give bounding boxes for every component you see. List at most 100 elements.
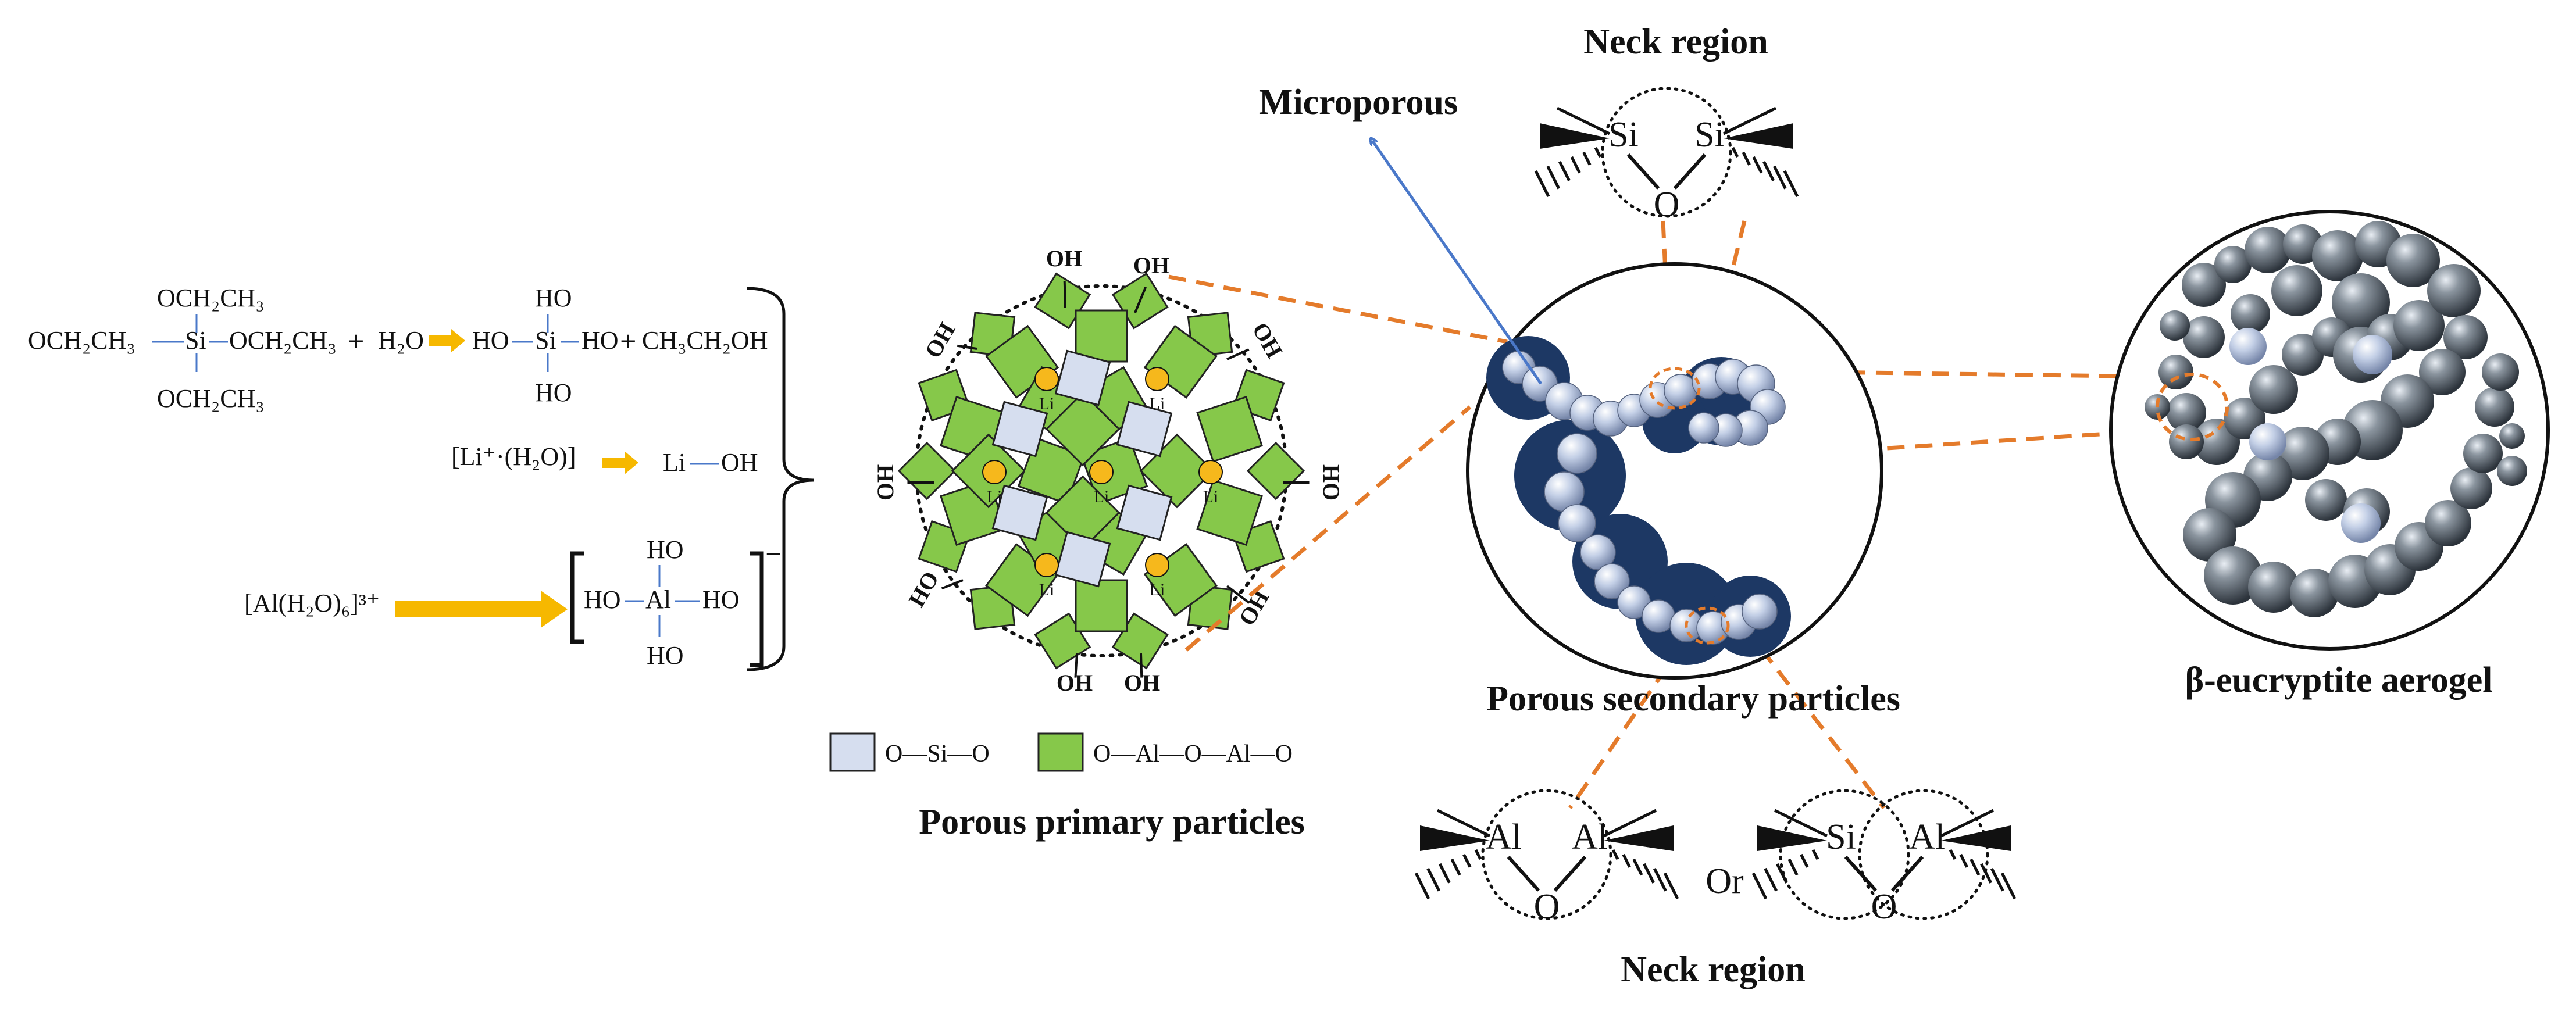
neck-bond xyxy=(1673,153,1707,190)
wedge-bond xyxy=(1941,825,2011,851)
aerogel-sphere xyxy=(2231,294,2270,334)
plus-sign: + xyxy=(348,325,365,358)
aerogel-sphere xyxy=(2450,467,2492,509)
al-tile xyxy=(1075,579,1128,632)
primary-particle-sphere xyxy=(1558,504,1596,542)
oh-bond xyxy=(1134,287,1147,313)
hashed-bond xyxy=(1787,858,1799,876)
hashed-bond xyxy=(1990,867,2004,892)
reaction-silanol-product: HO HO Si HO HO + CH₃CH₂OH xyxy=(472,284,768,407)
neck-dotted-circle xyxy=(1779,789,1910,920)
teos-bottom-group: OCH₂CH₃ xyxy=(157,384,265,413)
hashed-bond xyxy=(1653,867,1667,892)
aerogel-sphere xyxy=(2419,349,2466,395)
aerogel-sphere xyxy=(2282,334,2324,376)
surface-hydroxyl-label: OH xyxy=(919,318,960,362)
hashed-bond xyxy=(1980,863,1993,884)
neck-bond xyxy=(1626,153,1660,190)
teos-left-group: OCH₂CH₃ xyxy=(28,326,135,355)
primary-particle-sphere xyxy=(1742,594,1778,630)
water-label: H₂O xyxy=(378,326,424,355)
si-tile xyxy=(991,401,1048,458)
teos-center-atom: Si xyxy=(185,326,206,355)
hashed-bond xyxy=(1438,863,1451,884)
neck-atom-left: Al xyxy=(1486,817,1522,857)
primary-title: Porous primary particles xyxy=(919,802,1305,842)
hashed-bond xyxy=(1731,146,1739,158)
al-tile xyxy=(897,441,957,501)
neck-bridge-oxygen: O xyxy=(1534,887,1560,927)
plain-bond xyxy=(1774,809,1828,838)
li-atom-dot xyxy=(1145,367,1169,391)
surface-hydroxyl-label: OH xyxy=(1057,670,1093,696)
li-label: Li xyxy=(987,487,1002,506)
hashed-bond xyxy=(1751,872,1768,900)
neck-top-title: Neck region xyxy=(1583,22,1768,62)
hashed-bond xyxy=(1800,853,1809,868)
aerogel-sphere xyxy=(2183,316,2225,358)
si-tile xyxy=(991,484,1048,541)
plain-bond xyxy=(1603,809,1657,838)
hashed-bond xyxy=(1775,863,1788,884)
primary-particle-sphere xyxy=(1594,563,1630,599)
hashed-bond xyxy=(1762,160,1775,181)
aerogel-sphere-light xyxy=(2341,503,2381,543)
aerogel-sphere-light xyxy=(2249,423,2286,460)
yield-arrow xyxy=(602,451,638,474)
aerogel-sphere xyxy=(2158,355,2193,389)
li-label: Li xyxy=(1150,394,1165,413)
tile-legend: O—Si—O O—Al—O—Al—O xyxy=(829,732,1293,772)
oh-bond xyxy=(1226,585,1250,604)
neck-bond xyxy=(1844,855,1878,892)
li-atom-dot xyxy=(1198,460,1223,484)
al-left-group: HO xyxy=(584,585,621,614)
oh-bond xyxy=(1074,653,1078,678)
hashed-bond xyxy=(1783,170,1799,198)
wedge-bond xyxy=(1604,825,1674,851)
hashed-bond xyxy=(1558,160,1571,181)
hashed-bond xyxy=(1663,872,1679,900)
li-atom-dot xyxy=(1145,553,1169,577)
aerogel-sphere xyxy=(2305,479,2347,521)
plain-bond xyxy=(1722,106,1777,135)
silanol-left-group: HO xyxy=(472,326,509,355)
hashed-bond xyxy=(1949,849,1957,860)
neck-atom-left: Si xyxy=(1826,817,1856,857)
grouping-brace xyxy=(746,287,815,671)
oh-bond xyxy=(957,344,977,350)
neck-bond xyxy=(1890,855,1924,892)
aerogel-sphere xyxy=(2271,265,2322,316)
teos-top-group: OCH₂CH₃ xyxy=(157,284,265,312)
neck-dotted-circle xyxy=(1481,789,1612,920)
aerogel-sphere xyxy=(2204,546,2262,605)
si-tile xyxy=(1054,531,1111,588)
oh-bond xyxy=(1226,348,1250,360)
aerogel-sphere xyxy=(2145,394,2170,420)
neck-bottom-title: Neck region xyxy=(1621,950,1805,989)
neck-highlight xyxy=(1685,606,1730,645)
neck-atom-right: Al xyxy=(1909,817,1945,857)
microporous-label: Microporous xyxy=(1259,83,1458,122)
hashed-bond xyxy=(1742,151,1751,166)
neck-bond xyxy=(1507,855,1540,892)
neck-atom-right: Si xyxy=(1694,115,1725,155)
li-atom-dot xyxy=(1034,367,1059,391)
li-atom-dot xyxy=(1089,460,1114,484)
surface-hydroxyl-label: OH xyxy=(1124,670,1160,696)
aerogel-sphere-light xyxy=(2353,335,2392,374)
aluminum-reactant: [Al(H₂O)₆]³⁺ xyxy=(244,589,380,617)
aerogel-sphere xyxy=(2214,246,2252,283)
reaction-aluminum: [Al(H₂O)₆]³⁺ HO HO Al HO HO − xyxy=(244,535,782,670)
aerogel-sphere xyxy=(2245,227,2291,273)
si-tile xyxy=(1054,349,1111,406)
hashed-bond xyxy=(1970,858,1981,876)
al-top-group: HO xyxy=(647,535,684,564)
hashed-bond xyxy=(1534,170,1550,198)
neck-bridge-oxygen: O xyxy=(1654,185,1680,224)
plus-sign: + xyxy=(620,325,637,358)
left-bracket xyxy=(570,551,584,644)
aerogel-network xyxy=(2145,221,2527,617)
al-charge: − xyxy=(765,538,782,570)
